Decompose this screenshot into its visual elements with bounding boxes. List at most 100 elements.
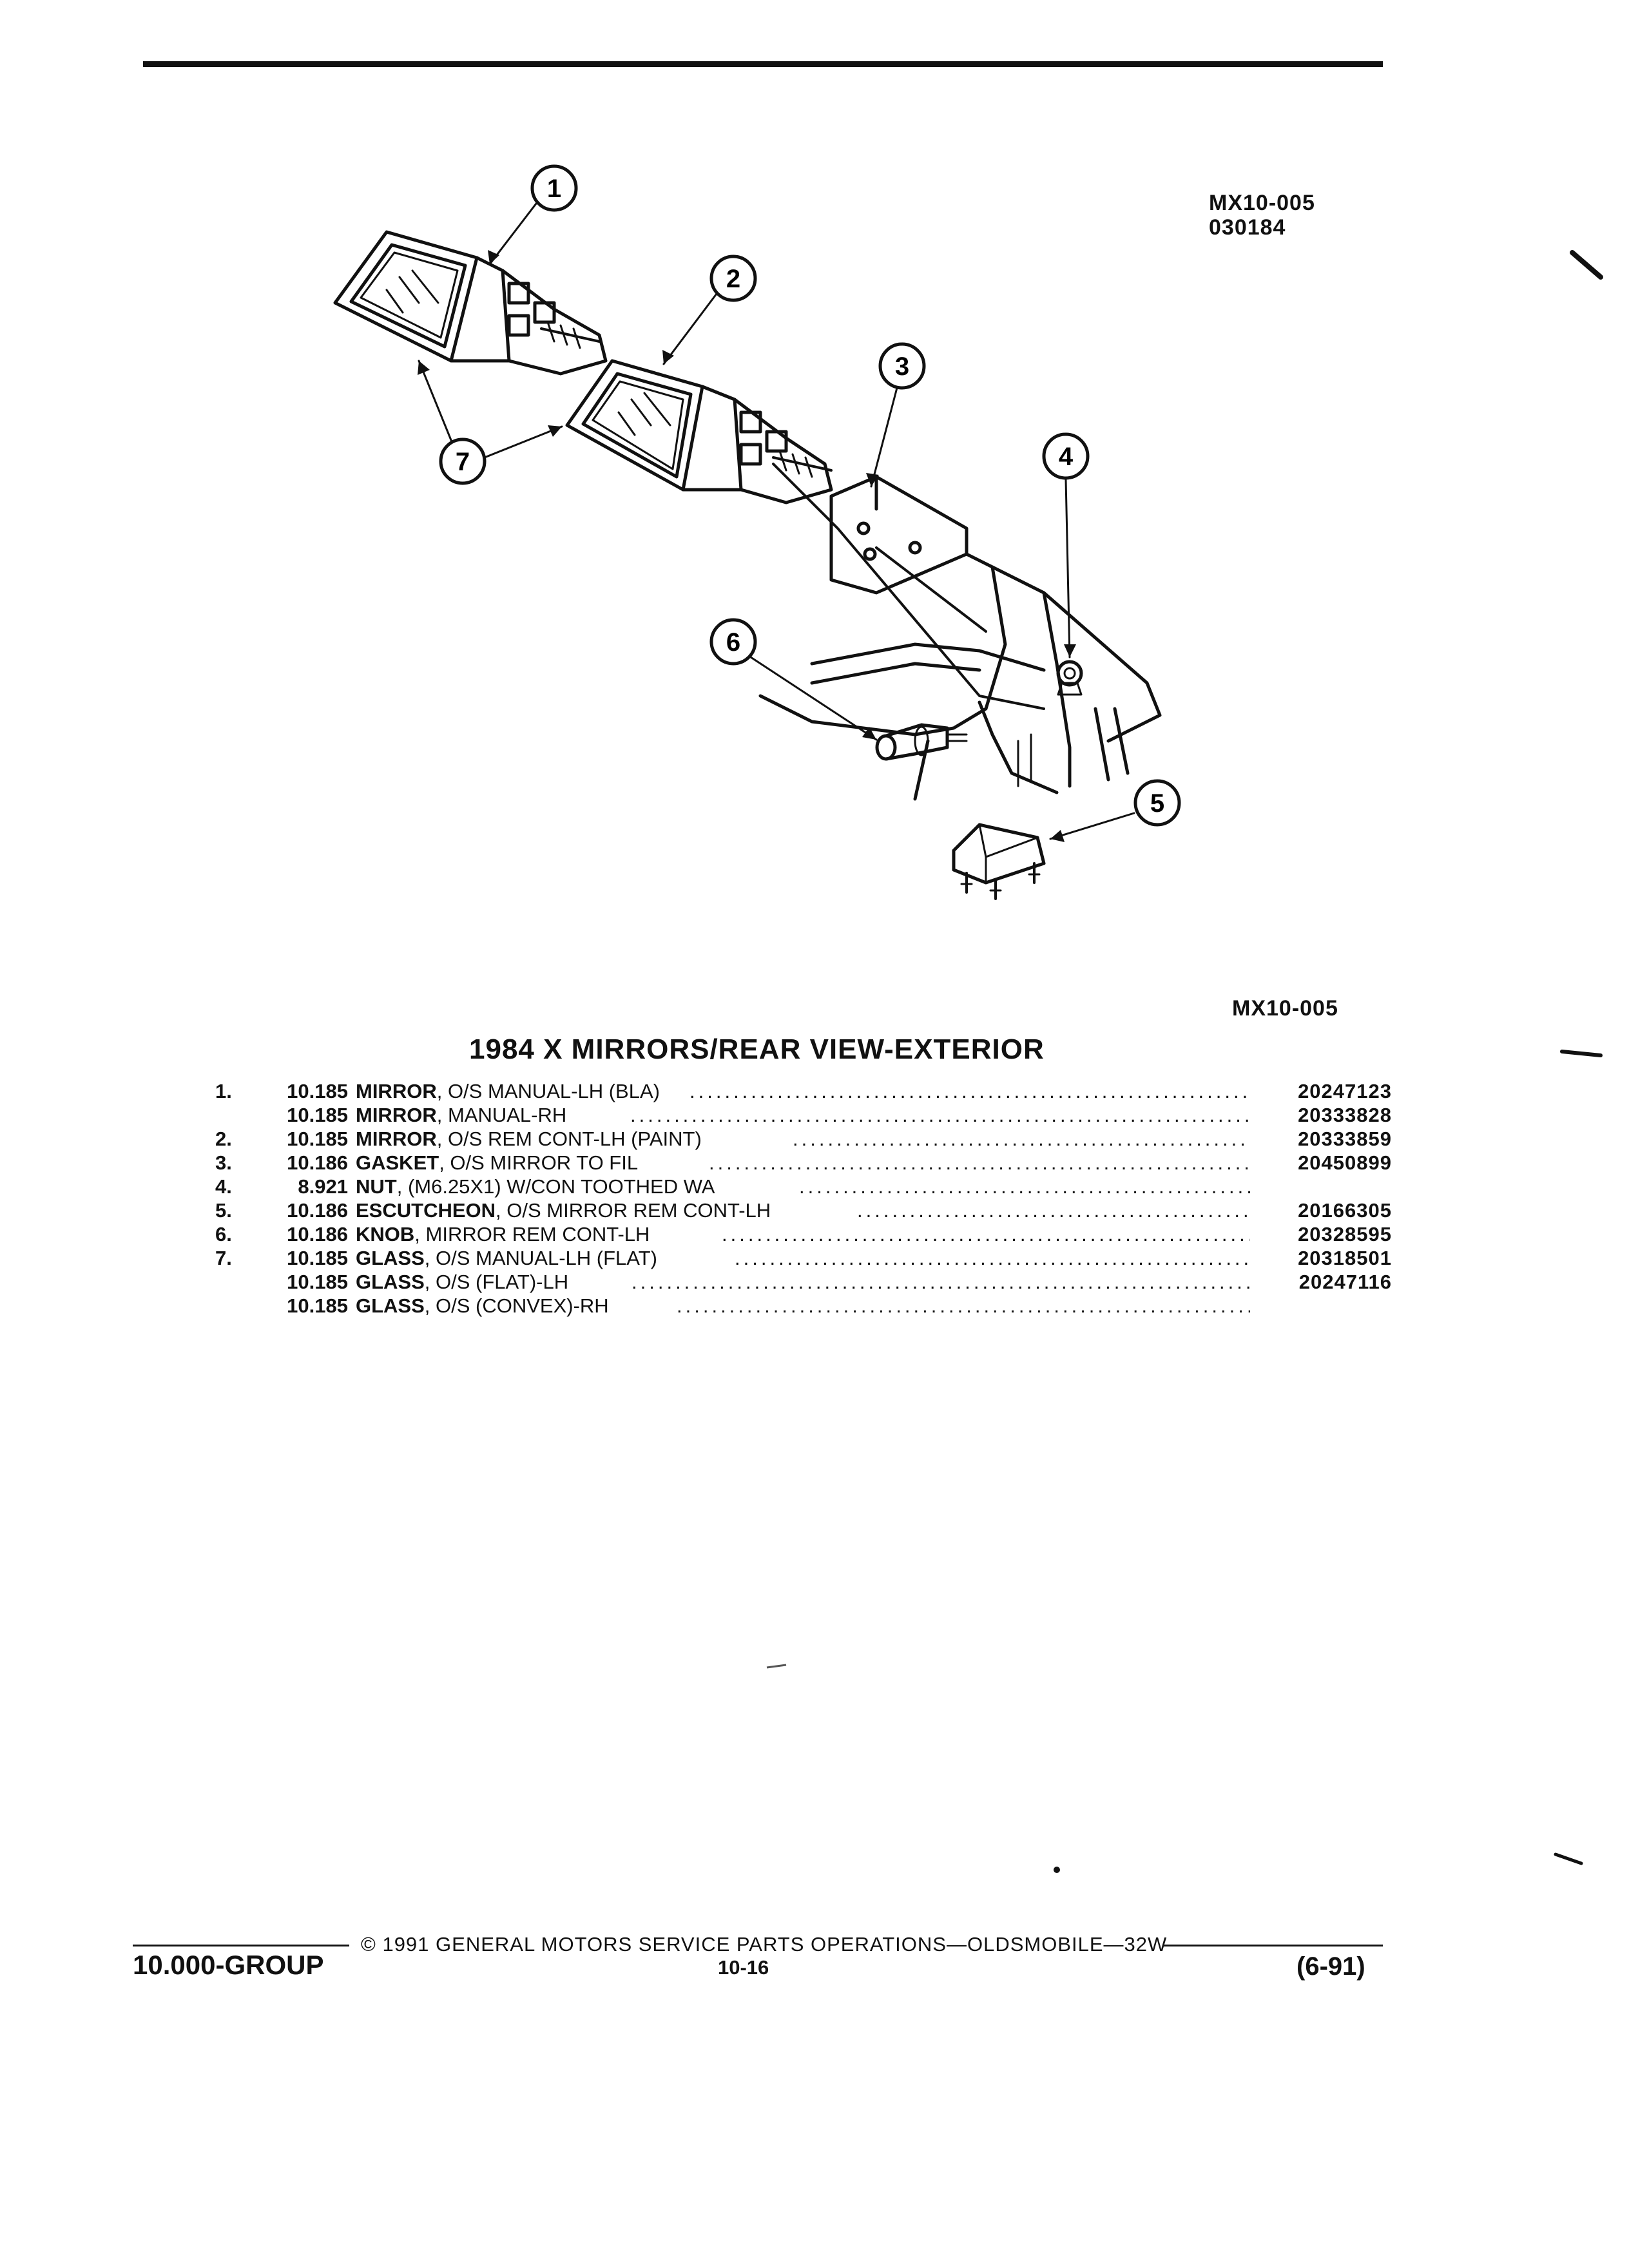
parts-row: 10.185 MIRROR, MANUAL-RH ...............… — [213, 1104, 1392, 1128]
parts-row: 5. 10.186 ESCUTCHEON, O/S MIRROR REM CON… — [213, 1199, 1392, 1223]
footer-page-number: 10-16 — [718, 1956, 769, 1979]
nut-illustration — [1056, 660, 1083, 696]
item-number: 3. — [215, 1151, 232, 1174]
ref-date-code: 030184 — [1209, 215, 1286, 240]
part-description: NUT, (M6.25X1) W/CON TOOTHED WA — [356, 1175, 715, 1198]
illustration-reference-top: MX10-005 030184 — [1209, 191, 1315, 240]
parts-row: 10.185 GLASS, O/S (FLAT)-LH ............… — [213, 1271, 1392, 1294]
callout-2-label: 2 — [726, 265, 740, 293]
group-code: 10.185 — [287, 1080, 348, 1102]
section-title: 1984 X MIRRORS/REAR VIEW-EXTERIOR — [469, 1033, 1045, 1065]
parts-row: 2. 10.185 MIRROR, O/S REM CONT-LH (PAINT… — [213, 1128, 1392, 1151]
footer-copyright: © 1991 GENERAL MOTORS SERVICE PARTS OPER… — [361, 1933, 1168, 1956]
footer-rule-right — [1164, 1945, 1383, 1946]
part-description: MIRROR, MANUAL-RH — [356, 1104, 566, 1127]
item-number: 5. — [215, 1199, 232, 1222]
escutcheon-illustration — [952, 823, 1046, 900]
group-code: 10.185 — [287, 1294, 348, 1317]
group-code: 10.186 — [287, 1199, 348, 1222]
callout-1-label: 1 — [547, 175, 561, 203]
callout-1: 1 — [530, 164, 578, 212]
parts-row: 3. 10.186 GASKET, O/S MIRROR TO FIL ....… — [213, 1151, 1392, 1175]
callout-7-label: 7 — [456, 448, 470, 476]
parts-row: 6. 10.186 KNOB, MIRROR REM CONT-LH .....… — [213, 1223, 1392, 1247]
part-name: MIRROR — [356, 1104, 437, 1126]
dot-leader: ........................................… — [799, 1175, 1250, 1198]
mirror-remote-illustration — [565, 359, 1045, 710]
parts-diagram: 1 2 3 4 5 6 7 — [333, 164, 1181, 900]
part-number: 20333859 — [1298, 1128, 1392, 1150]
illustration-reference-bottom: MX10-005 — [1232, 996, 1338, 1021]
part-detail: , O/S REM CONT-LH (PAINT) — [436, 1128, 702, 1150]
part-number: 20333828 — [1298, 1104, 1392, 1126]
dot-leader: ........................................… — [857, 1199, 1250, 1222]
callout-6-label: 6 — [726, 628, 740, 657]
part-number: 20166305 — [1298, 1199, 1392, 1222]
part-name: GASKET — [356, 1151, 439, 1174]
parts-list: 1. 10.185 MIRROR, O/S MANUAL-LH (BLA) ..… — [213, 1080, 1392, 1318]
part-number: 20328595 — [1298, 1223, 1392, 1245]
arrowheads — [418, 250, 1076, 842]
dot-leader: ........................................… — [735, 1247, 1250, 1269]
part-detail: , O/S (FLAT)-LH — [424, 1271, 569, 1293]
group-code: 8.921 — [298, 1175, 348, 1198]
top-rule — [143, 61, 1383, 67]
part-name: NUT — [356, 1175, 397, 1198]
callout-5-label: 5 — [1150, 789, 1164, 818]
part-number: 20318501 — [1298, 1247, 1392, 1269]
dot-leader: ........................................… — [630, 1104, 1250, 1126]
part-name: MIRROR — [356, 1128, 437, 1150]
parts-row: 7. 10.185 GLASS, O/S MANUAL-LH (FLAT) ..… — [213, 1247, 1392, 1271]
item-number: 7. — [215, 1247, 232, 1269]
callout-3: 3 — [878, 342, 926, 390]
dot-leader: ........................................… — [689, 1080, 1250, 1102]
part-detail: , O/S MANUAL-LH (FLAT) — [424, 1247, 657, 1269]
callout-6: 6 — [709, 618, 757, 666]
part-number: 20247123 — [1298, 1080, 1392, 1102]
part-description: GLASS, O/S MANUAL-LH (FLAT) — [356, 1247, 657, 1270]
part-description: MIRROR, O/S MANUAL-LH (BLA) — [356, 1080, 660, 1103]
leader-lines — [418, 202, 1135, 840]
callout-3-label: 3 — [895, 352, 909, 381]
parts-row: 1. 10.185 MIRROR, O/S MANUAL-LH (BLA) ..… — [213, 1080, 1392, 1104]
part-detail: , O/S (CONVEX)-RH — [424, 1294, 609, 1317]
footer-group: 10.000-GROUP — [133, 1950, 324, 1980]
callout-2: 2 — [709, 255, 757, 302]
group-code: 10.186 — [287, 1223, 348, 1245]
item-number: 1. — [215, 1080, 232, 1102]
parts-row: 10.185 GLASS, O/S (CONVEX)-RH ..........… — [213, 1294, 1392, 1318]
callout-4: 4 — [1042, 432, 1090, 480]
part-detail: , O/S MIRROR TO FIL — [439, 1151, 639, 1174]
ref-code: MX10-005 — [1209, 191, 1315, 215]
item-number: 6. — [215, 1223, 232, 1245]
door-frame-illustration — [758, 552, 1162, 801]
group-code: 10.185 — [287, 1104, 348, 1126]
part-name: ESCUTCHEON — [356, 1199, 496, 1222]
dot-leader: ........................................… — [709, 1151, 1250, 1174]
knob-illustration — [875, 723, 968, 761]
dot-leader: ........................................… — [677, 1294, 1250, 1317]
item-number: 2. — [215, 1128, 232, 1150]
group-code: 10.185 — [287, 1271, 348, 1293]
part-detail: , O/S MIRROR REM CONT-LH — [496, 1199, 771, 1222]
group-code: 10.185 — [287, 1247, 348, 1269]
footer-revision-date: (6-91) — [1296, 1952, 1365, 1981]
part-detail: , (M6.25X1) W/CON TOOTHED WA — [396, 1175, 715, 1198]
part-detail: , O/S MANUAL-LH (BLA) — [436, 1080, 660, 1102]
callout-4-label: 4 — [1059, 443, 1074, 471]
dot-leader: ........................................… — [722, 1223, 1250, 1245]
part-description: MIRROR, O/S REM CONT-LH (PAINT) — [356, 1128, 702, 1151]
dot-leader: ........................................… — [631, 1271, 1250, 1293]
part-description: ESCUTCHEON, O/S MIRROR REM CONT-LH — [356, 1199, 771, 1222]
parts-row: 4. 8.921 NUT, (M6.25X1) W/CON TOOTHED WA… — [213, 1175, 1392, 1199]
footer-rule-left — [133, 1945, 349, 1946]
part-description: GASKET, O/S MIRROR TO FIL — [356, 1151, 638, 1175]
item-number: 4. — [215, 1175, 232, 1198]
part-detail: , MIRROR REM CONT-LH — [414, 1223, 650, 1245]
part-description: GLASS, O/S (CONVEX)-RH — [356, 1294, 609, 1318]
part-number: 20450899 — [1298, 1151, 1392, 1174]
part-name: MIRROR — [356, 1080, 437, 1102]
callout-5: 5 — [1133, 779, 1181, 827]
part-number: 20247116 — [1298, 1271, 1392, 1293]
